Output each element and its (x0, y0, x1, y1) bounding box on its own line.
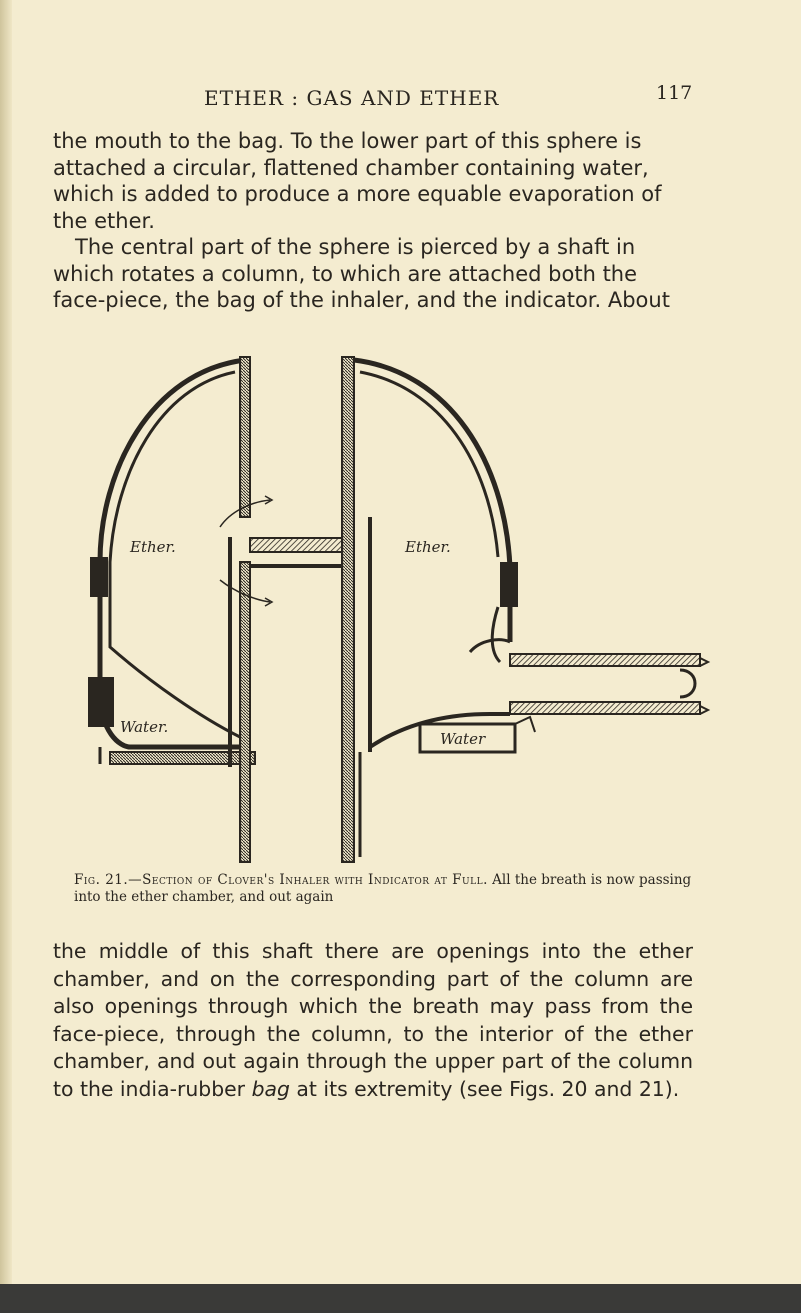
caption-lead: Fig. 21.—Section of Clover's Inhaler wit… (74, 872, 488, 888)
right-column-wall (341, 356, 372, 863)
paragraph: The central part of the sphere is pierce… (53, 235, 670, 312)
caption-rest: All the breath is now passing into the e… (74, 872, 692, 905)
paragraph: the mouth to the bag. To the lower part … (53, 129, 662, 233)
emphasis-bag: bag (251, 1076, 290, 1101)
left-column-wall (228, 356, 251, 863)
figure-label-ether-right: Ether. (404, 538, 451, 556)
right-sphere (353, 357, 518, 664)
figure-caption: Fig. 21.—Section of Clover's Inhaler wit… (74, 872, 694, 906)
paragraph-text: the middle of this shaft there are openi… (53, 939, 693, 1101)
connecting-shaft (249, 537, 355, 568)
inhaler-section-figure: Ether. Ether. Water. Water (60, 352, 740, 872)
body-text-bottom: the middle of this shaft there are openi… (53, 938, 693, 1104)
figure-label-water-right: Water (440, 730, 486, 748)
running-head-title: ETHER : GAS AND ETHER (204, 86, 500, 110)
figure-label-water-left: Water. (120, 718, 168, 736)
scan-bottom-edge (0, 1284, 801, 1313)
left-sphere (88, 357, 256, 765)
binding-edge (0, 0, 12, 1313)
airflow-arrow-icon (219, 495, 274, 607)
body-text-top: the mouth to the bag. To the lower part … (53, 128, 693, 314)
figure-label-ether-left: Ether. (129, 538, 176, 556)
paragraph-text-end: at its extremity (see Figs. 20 and 21). (289, 1076, 680, 1101)
page-number: 117 (656, 82, 693, 104)
right-water-chamber (368, 638, 711, 754)
paragraph: the middle of this shaft there are openi… (53, 938, 693, 1104)
running-head: ETHER : GAS AND ETHER 117 (0, 82, 801, 116)
